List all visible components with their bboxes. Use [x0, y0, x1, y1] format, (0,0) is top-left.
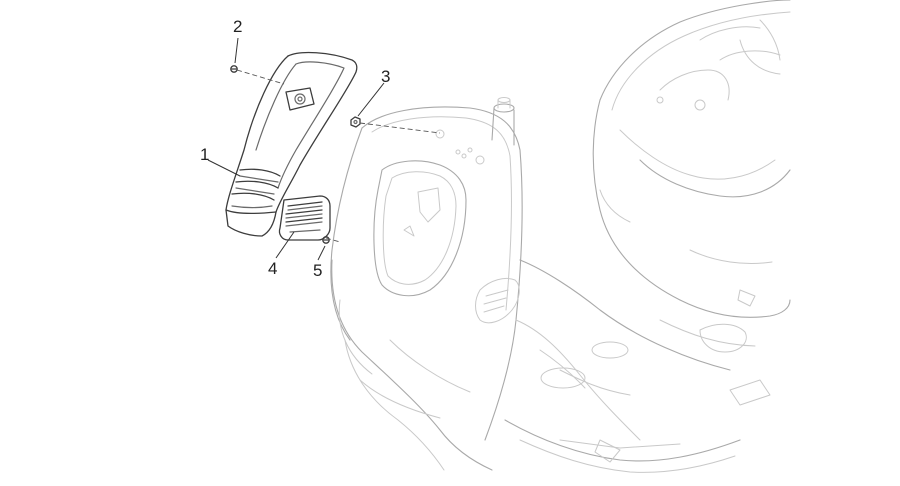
assembly-lines [236, 69, 441, 243]
callout-4: 4 [268, 259, 277, 278]
leader-lines [207, 37, 385, 261]
callout-2: 2 [233, 17, 242, 36]
callout-3: 3 [381, 67, 390, 86]
scooter-body [330, 0, 791, 473]
screw-top [230, 65, 238, 73]
horn-cover [225, 51, 358, 237]
nut [350, 116, 361, 128]
screw-bottom [322, 236, 330, 244]
callout-5: 5 [313, 261, 322, 280]
callout-1: 1 [200, 145, 209, 164]
grille-insert [278, 195, 331, 241]
